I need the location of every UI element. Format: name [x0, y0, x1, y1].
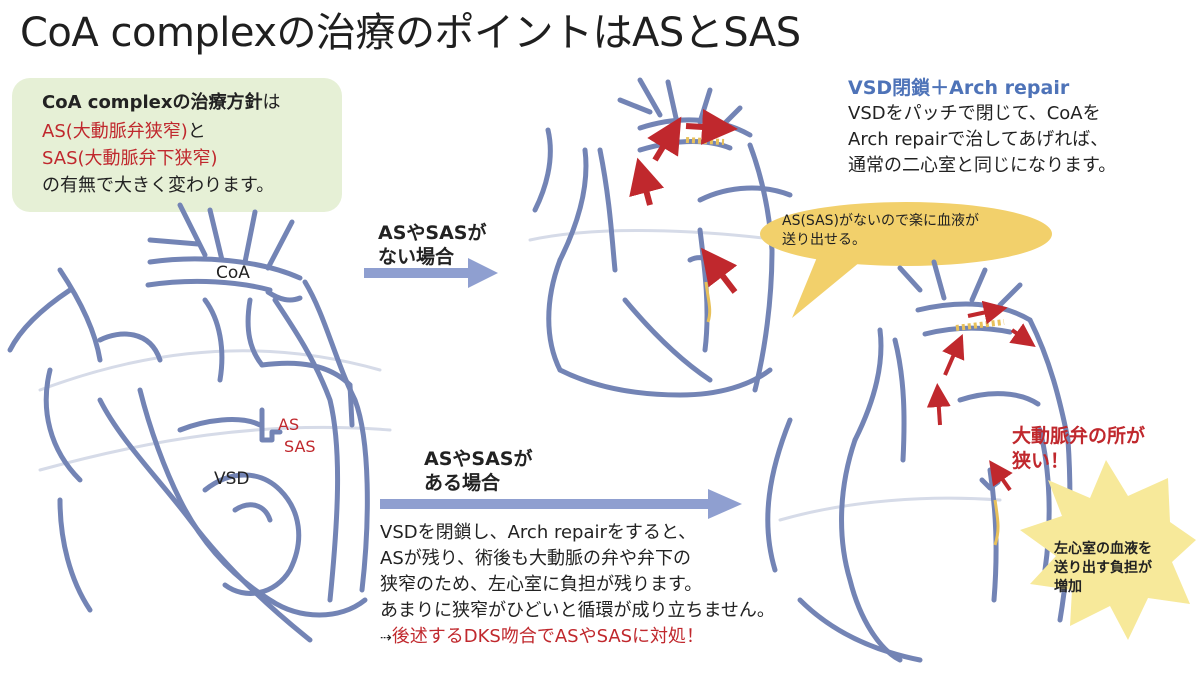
left-heart-illustration [7, 202, 392, 643]
speech-bubble-line-1: AS(SAS)がないので楽に血液が [782, 213, 979, 229]
burden-line-1: 左心室の血液を [1054, 541, 1152, 557]
as-label: AS [278, 415, 299, 434]
burden-text: 左心室の血液を 送り出す負担が 増加 [1054, 540, 1152, 597]
arrow-no-stenosis [364, 258, 498, 288]
dks-note: 後述するDKS吻合でASやSASに対処！ [391, 626, 705, 648]
vsd-patch-bottom [993, 499, 1000, 546]
no-stenosis-caption-line-1: ASやSASが [378, 222, 487, 244]
burden-line-3: 増加 [1054, 578, 1082, 595]
repair-heading: VSD閉鎖＋Arch repair [848, 77, 1070, 99]
policy-line-4: の有無で大きく変わります。 [42, 175, 275, 196]
no-stenosis-caption-line-2: ない場合 [378, 245, 455, 268]
stenosis-explanation: VSDを閉鎖し、Arch repairをすると、 ASが残り、術後も大動脈の弁や… [380, 520, 775, 650]
burden-burst [1020, 460, 1196, 640]
stenosis-line-3: 狭窄のため、左心室に負担が残ります。 [380, 574, 703, 596]
stenosis-line-2: ASが残り、術後も大動脈の弁や弁下の [380, 548, 692, 570]
policy-sas-text: SAS(大動脈弁下狭窄) [42, 148, 218, 169]
narrow-valve-line-2: 狭い！ [1012, 449, 1070, 472]
policy-bold-text: CoA complexの治療方針 [42, 92, 263, 113]
repair-line-3: 通常の二心室と同じになります。 [848, 154, 1117, 176]
arrow-prefix: ⇢ [380, 630, 392, 647]
with-stenosis-caption-line-2: ある場合 [424, 471, 501, 494]
with-stenosis-caption: ASやSASが ある場合 [424, 448, 532, 496]
arch-repair-patch-bottom [955, 319, 1005, 331]
no-stenosis-caption: ASやSASが ない場合 [378, 222, 486, 270]
sas-label: SAS [284, 437, 316, 456]
narrow-valve-label: 大動脈弁の所が 狭い！ [1012, 424, 1145, 473]
policy-line-2: AS(大動脈弁狭窄)と [42, 123, 206, 141]
with-stenosis-caption-line-1: ASやSASが [424, 448, 533, 470]
speech-bubble-text: AS(SAS)がないので楽に血液が 送り出せる。 [782, 212, 979, 250]
page-title: CoA complexの治療のポイントはASとSAS [20, 10, 801, 56]
coa-label: CoA [216, 263, 250, 283]
repair-explanation: VSD閉鎖＋Arch repair VSDをパッチで閉じて、CoAを Arch … [848, 76, 1116, 179]
blood-flow-arrows-bottom [926, 300, 1036, 492]
treatment-policy-box: CoA complexの治療方針は AS(大動脈弁狭窄)と SAS(大動脈弁下狭… [12, 78, 342, 212]
vsd-label: VSD [214, 469, 250, 489]
burden-line-2: 送り出す負担が [1054, 559, 1152, 576]
policy-line-2-rest: と [187, 121, 206, 142]
repaired-heart-illustration [528, 77, 793, 398]
policy-line-1-rest: は [262, 92, 281, 113]
blood-flow-arrows-top [629, 108, 738, 294]
narrow-valve-line-1: 大動脈弁の所が [1012, 425, 1146, 447]
repair-line-1: VSDをパッチで閉じて、CoAを [848, 102, 1101, 124]
stenosis-line-5: ⇢後述するDKS吻合でASやSASに対処！ [380, 624, 775, 650]
speech-bubble [760, 202, 1052, 318]
arrow-with-stenosis [380, 489, 742, 519]
repair-line-2: Arch repairで治してあげれば、 [848, 128, 1109, 150]
stenosis-line-4: あまりに狭窄がひどいと循環が成り立ちません。 [380, 600, 775, 622]
stenosis-line-1: VSDを閉鎖し、Arch repairをすると、 [380, 522, 697, 543]
speech-bubble-line-2: 送り出せる。 [782, 231, 866, 248]
policy-line-1: CoA complexの治療方針は [42, 94, 280, 112]
policy-as-text: AS(大動脈弁狭窄) [42, 121, 188, 142]
